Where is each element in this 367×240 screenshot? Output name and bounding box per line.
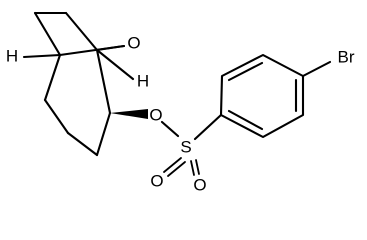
wedge-bond-c6-o (110, 109, 148, 119)
bond-c7-h (95, 48, 135, 81)
benzene-outline (219, 53, 305, 139)
bond-s-o2-a (190, 160, 195, 176)
atom-o-sulfonyl-1: O (150, 171, 163, 190)
bond-s-o2-b (195, 159, 200, 175)
chemical-structure: H O H O S O O Br (6, 11, 355, 194)
atom-o-ester: O (149, 105, 162, 124)
atom-br: Br (338, 47, 355, 66)
bond-o-s (160, 120, 180, 138)
bond-c5-c6 (95, 111, 112, 157)
atom-s: S (180, 137, 191, 156)
bond-c2-c3 (43, 53, 62, 102)
atom-h-right: H (137, 71, 149, 90)
atom-h-left: H (6, 46, 18, 65)
bicyclic-ring-bonds (22, 11, 135, 157)
sulfonate-bonds (160, 113, 223, 177)
bond-c4-c5 (66, 131, 99, 157)
atom-o-sulfonyl-2: O (193, 175, 206, 194)
bond-s-o1-b (167, 161, 186, 177)
bond-s-o1-a (163, 157, 182, 173)
atom-o-bridge: O (127, 33, 140, 52)
bond-c7-o (95, 44, 126, 52)
bond-s-ring (193, 113, 223, 141)
benzene-double-1 (227, 61, 264, 82)
bond-c1-c2 (33, 11, 62, 57)
benzene-double-3 (227, 109, 264, 131)
bond-c2-h (22, 53, 62, 59)
bond-c8-c7 (64, 11, 99, 52)
bond-c3-c4 (43, 98, 70, 135)
bond-c6-c7 (95, 48, 112, 115)
benzene-ring (219, 53, 332, 139)
bond-ring-br (301, 60, 332, 78)
